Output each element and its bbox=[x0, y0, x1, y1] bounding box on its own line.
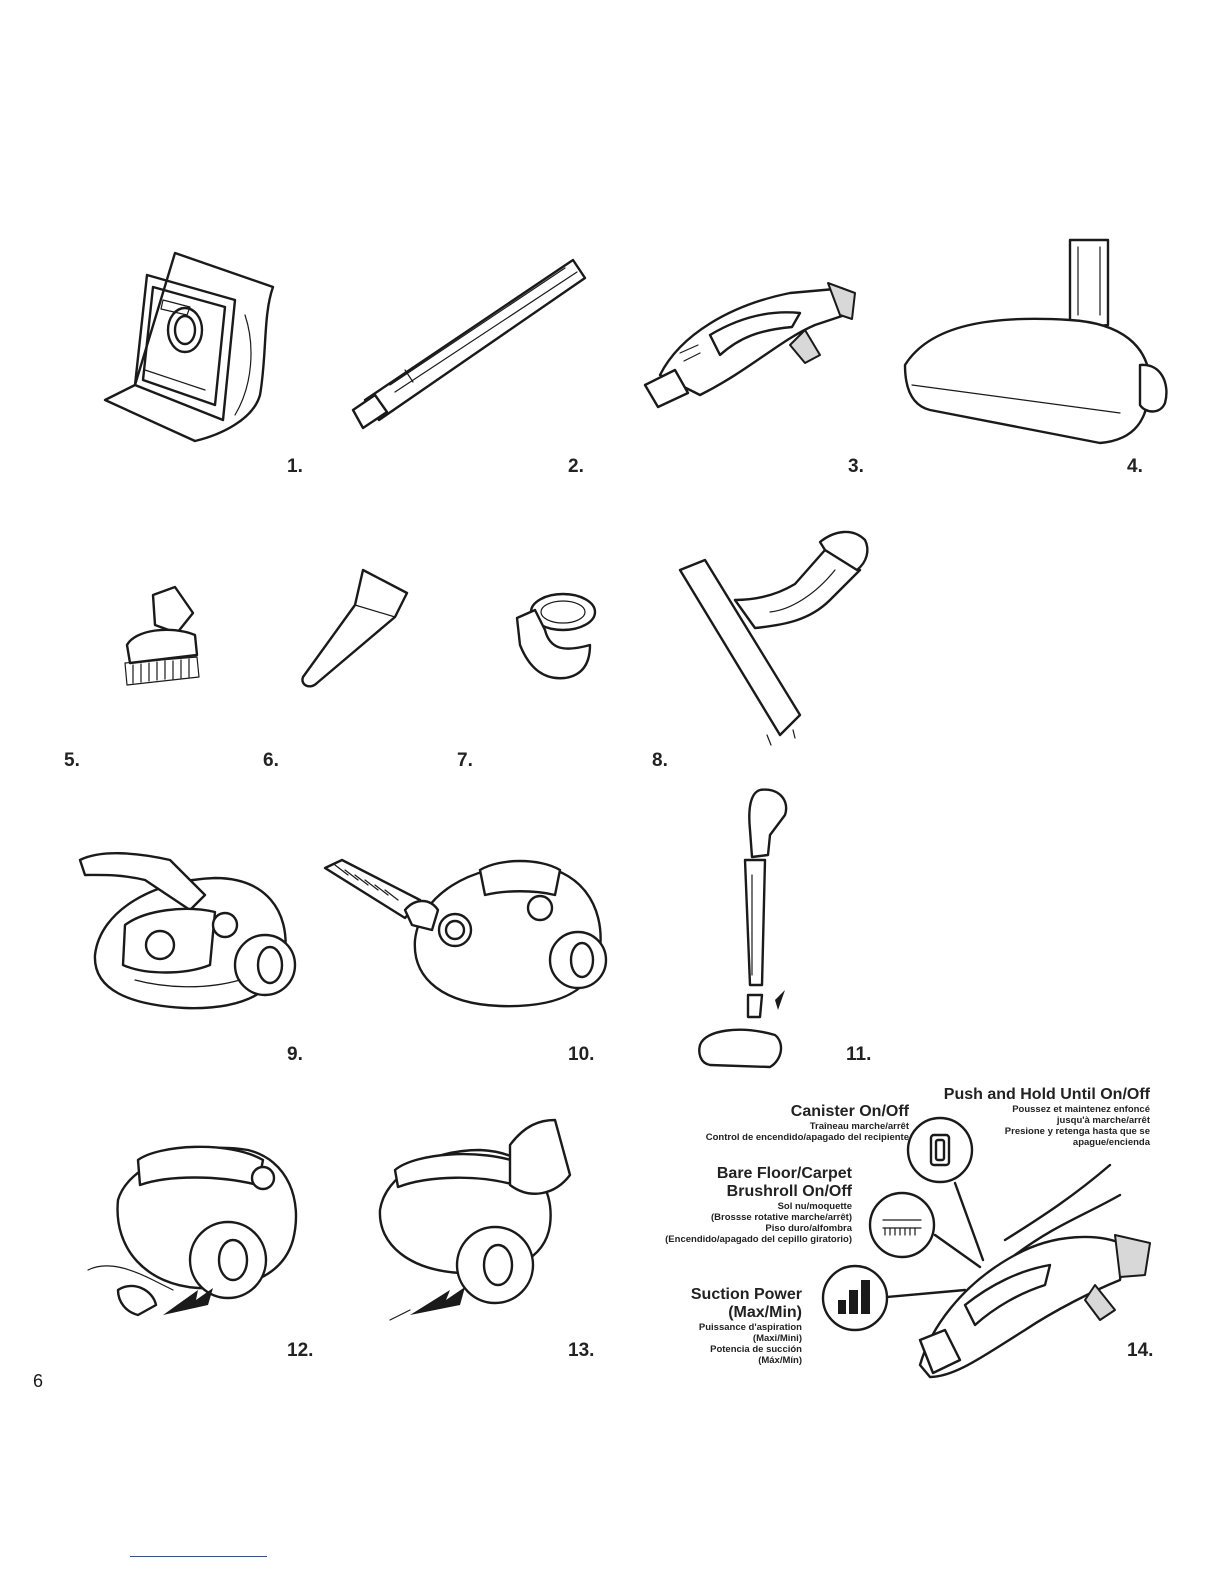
figure-number-12: 12. bbox=[287, 1340, 314, 1361]
figure-number-4: 4. bbox=[1127, 456, 1143, 477]
crevice-tool-illustration bbox=[295, 565, 415, 695]
hose-handle-illustration bbox=[640, 275, 865, 415]
suction-line: Potencia de succión bbox=[710, 1344, 802, 1355]
figure-number-3: 3. bbox=[848, 456, 864, 477]
brushroll-line: Piso duro/alfombra bbox=[765, 1223, 852, 1234]
figure-number-2: 2. bbox=[568, 456, 584, 477]
brushroll-heading: Bare Floor/Carpet bbox=[716, 1165, 852, 1182]
wand-illustration bbox=[345, 250, 595, 430]
figure-number-5: 5. bbox=[64, 750, 80, 771]
figure-number-1: 1. bbox=[287, 456, 303, 477]
figure-number-7: 7. bbox=[457, 750, 473, 771]
handle-controls-illustration bbox=[815, 1115, 1155, 1380]
figure-number-11: 11. bbox=[846, 1044, 872, 1065]
upholstery-tool-illustration bbox=[505, 590, 605, 685]
footer-rule bbox=[130, 1556, 267, 1557]
canister-line: Control de encendido/apagado del recipie… bbox=[705, 1132, 909, 1143]
canister-open-lid-illustration bbox=[75, 840, 300, 1020]
figure-number-6: 6. bbox=[263, 750, 279, 771]
push-hold-line: apague/encienda bbox=[1072, 1137, 1150, 1148]
suction-heading: Suction Power bbox=[690, 1286, 802, 1303]
figure-number-9: 9. bbox=[287, 1044, 303, 1065]
push-hold-heading: Push and Hold Until On/Off bbox=[943, 1086, 1150, 1103]
push-hold-line: Presione y retenga hasta que se bbox=[1004, 1126, 1150, 1137]
floor-tool-illustration bbox=[675, 520, 875, 750]
push-hold-line: jusqu'à marche/arrêt bbox=[1056, 1115, 1150, 1126]
figure-number-14: 14. bbox=[1127, 1340, 1154, 1361]
brushroll-line: (Encendido/apagado del cepillo giratorio… bbox=[665, 1234, 852, 1245]
canister-line: Traîneau marche/arrêt bbox=[809, 1121, 909, 1132]
dusting-brush-illustration bbox=[115, 585, 210, 690]
brushroll-label: Bare Floor/Carpet Brushroll On/Off Sol n… bbox=[592, 1165, 852, 1245]
suction-label: Suction Power (Max/Min) Puissance d'aspi… bbox=[602, 1286, 802, 1366]
suction-line: (Máx/Mín) bbox=[758, 1355, 802, 1366]
canister-label: Canister On/Off Traîneau marche/arrêt Co… bbox=[589, 1103, 909, 1143]
suction-line: (Maxi/Mini) bbox=[752, 1333, 802, 1344]
page-number: 6 bbox=[33, 1371, 44, 1391]
canister-heading: Canister On/Off bbox=[790, 1103, 909, 1120]
suction-line: Puissance d'aspiration bbox=[698, 1322, 802, 1333]
assembly-illustration bbox=[690, 785, 800, 1075]
dust-bag-illustration bbox=[95, 245, 285, 450]
figure-number-10: 10. bbox=[568, 1044, 595, 1065]
figure-number-8: 8. bbox=[652, 750, 668, 771]
brushroll-heading: Brushroll On/Off bbox=[726, 1183, 852, 1200]
brushroll-line: (Brossse rotative marche/arrêt) bbox=[711, 1212, 852, 1223]
suction-heading: (Max/Min) bbox=[728, 1304, 802, 1321]
brushroll-line: Sol nu/moquette bbox=[777, 1201, 852, 1212]
power-nozzle-illustration bbox=[900, 235, 1175, 450]
push-hold-label: Push and Hold Until On/Off Poussez et ma… bbox=[890, 1086, 1150, 1148]
canister-hose-connect-illustration bbox=[320, 840, 610, 1020]
cord-pull-illustration bbox=[78, 1130, 303, 1330]
figure-number-13: 13. bbox=[568, 1340, 595, 1361]
push-hold-line: Poussez et maintenez enfoncé bbox=[1012, 1104, 1150, 1115]
cord-rewind-illustration bbox=[370, 1115, 580, 1330]
